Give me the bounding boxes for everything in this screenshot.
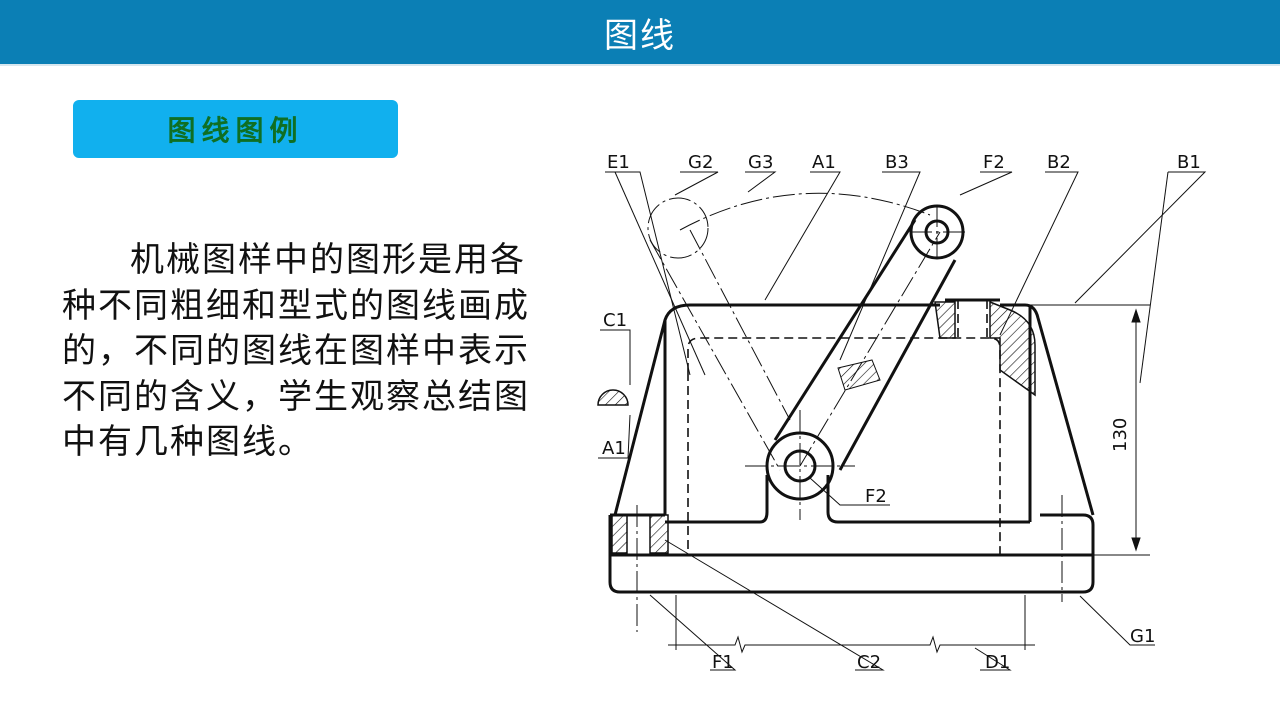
center-lines [636, 192, 1063, 632]
label-b2: B2 [1047, 152, 1071, 173]
label-f2-top: F2 [983, 152, 1005, 173]
title-bar-divider [0, 64, 1280, 66]
label-b3: B3 [885, 152, 909, 173]
dimension-130: 130 [1110, 418, 1131, 452]
page-title: 图线 [604, 15, 676, 56]
section-label-box: 图线图例 [73, 100, 398, 158]
label-d1: D1 [985, 652, 1010, 673]
label-e1: E1 [607, 152, 630, 173]
section-label: 图线图例 [167, 114, 304, 147]
label-f1: F1 [712, 652, 734, 673]
label-c1: C1 [603, 310, 627, 331]
engineering-drawing: E1 G2 G3 A1 B3 F2 B2 B1 C1 A1 F2 G1 F1 C… [585, 145, 1235, 690]
label-b1: B1 [1177, 152, 1201, 173]
label-g1: G1 [1130, 626, 1155, 647]
description-paragraph: 机械图样中的图形是用各种不同粗细和型式的图线画成的，不同的图线在图样中表示不同的… [62, 240, 530, 462]
title-bar: 图线 [0, 0, 1280, 64]
hidden-lines-dashed [687, 300, 1001, 555]
section-hatching [597, 300, 1036, 554]
label-g2: G2 [688, 152, 713, 173]
thin-lines [598, 171, 1207, 671]
label-c2: C2 [857, 652, 881, 673]
callout-labels: E1 G2 G3 A1 B3 F2 B2 B1 C1 A1 F2 G1 F1 C… [602, 152, 1201, 673]
label-a1-left: A1 [602, 438, 626, 459]
label-g3: G3 [748, 152, 773, 173]
thick-outline-lines [608, 204, 1095, 594]
label-f2-mid: F2 [865, 486, 887, 507]
label-a1-top: A1 [812, 152, 836, 173]
